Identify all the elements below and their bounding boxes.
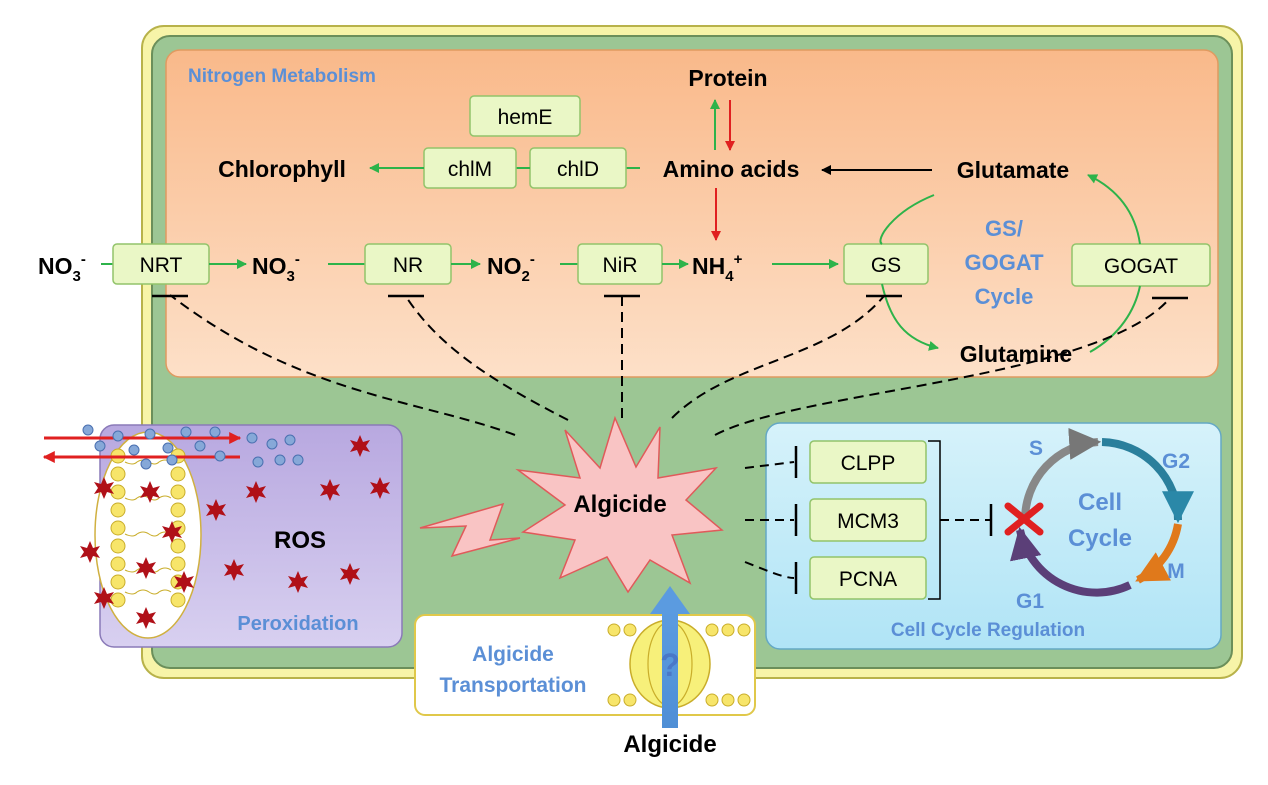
no2-label: NO2- xyxy=(487,251,535,285)
gene-chlD-label: chlD xyxy=(557,158,599,181)
nh4-label: NH4+ xyxy=(692,251,743,285)
gene-NiR-label: NiR xyxy=(603,254,638,277)
cell-cycle-regulation-label: Cell Cycle Regulation xyxy=(891,620,1085,641)
nitrogen-panel-title: Nitrogen Metabolism xyxy=(188,66,376,87)
unknown-transporter-icon: ? xyxy=(660,647,680,683)
cell-cycle-line1: Cell xyxy=(1078,489,1122,516)
transport-label-line1: Algicide xyxy=(472,643,554,666)
amino-acids-label: Amino acids xyxy=(663,156,800,182)
algicide-burst xyxy=(515,415,724,594)
no3-inside-label: NO3- xyxy=(252,251,300,285)
ros-particles xyxy=(80,435,390,629)
transport-membrane xyxy=(607,623,751,707)
ion-dots xyxy=(82,424,304,470)
gogat-to-glutamate-arrow xyxy=(1087,174,1141,245)
phase-g1-arc xyxy=(1010,526,1132,597)
gs-to-glutamine-arrow xyxy=(881,283,939,351)
gene-CLPP xyxy=(809,440,927,484)
algicide-label: Algicide xyxy=(573,491,666,518)
inhibit-gs xyxy=(671,295,885,419)
gene-bracket xyxy=(928,440,941,600)
gene-GS xyxy=(843,243,929,285)
gene-CLPP-label: CLPP xyxy=(841,452,896,475)
gs-gogat-line3: Cycle xyxy=(975,284,1034,309)
inhibit-nr xyxy=(404,294,569,421)
gene-MCM3 xyxy=(809,498,927,542)
uptake-arrow-shaft xyxy=(662,610,678,728)
ros-label: ROS xyxy=(274,527,326,554)
inhibit-pcna xyxy=(744,561,795,579)
gene-PCNA xyxy=(809,556,927,600)
gene-NRT-label: NRT xyxy=(140,254,183,277)
algicide-outside-label: Algicide xyxy=(623,731,716,758)
lightning-icon xyxy=(419,502,521,558)
inhibit-nrt xyxy=(169,294,516,436)
peroxidation-label: Peroxidation xyxy=(237,613,358,635)
gene-hemE xyxy=(469,95,581,137)
phase-m-arc xyxy=(1135,523,1182,584)
gene-GS-label: GS xyxy=(871,254,901,277)
uptake-arrow-head xyxy=(650,586,690,614)
phase-s-label: S xyxy=(1029,437,1043,460)
phase-s-arc xyxy=(1020,427,1102,521)
block-x-icon xyxy=(1004,502,1044,536)
transport-label-line2: Transportation xyxy=(439,674,586,697)
no3-outside-label: NO3- xyxy=(38,251,86,285)
phase-g2-arc xyxy=(1101,438,1194,524)
gene-chlM-label: chlM xyxy=(448,158,492,181)
gene-hemE-label: hemE xyxy=(498,106,553,129)
gene-MCM3-label: MCM3 xyxy=(837,510,899,533)
gene-GOGAT xyxy=(1071,243,1211,287)
inhibit-clpp xyxy=(744,461,795,469)
gene-PCNA-label: PCNA xyxy=(839,568,897,591)
glutamate-label: Glutamate xyxy=(957,157,1069,183)
cell-cycle-line2: Cycle xyxy=(1068,525,1132,552)
phase-g2-label: G2 xyxy=(1162,450,1190,473)
cycle-arc xyxy=(1089,285,1141,353)
protein-label: Protein xyxy=(688,65,767,91)
gene-NR-label: NR xyxy=(393,254,423,277)
gs-gogat-line2: GOGAT xyxy=(964,250,1044,275)
chlorophyll-label: Chlorophyll xyxy=(218,156,346,182)
gene-GOGAT-label: GOGAT xyxy=(1104,255,1178,278)
phase-m-label: M xyxy=(1167,560,1185,583)
nitrogen-panel xyxy=(165,49,1219,378)
glutamine-label: Glutamine xyxy=(960,341,1072,367)
gs-gogat-line1: GS/ xyxy=(985,216,1023,241)
cycle-arc xyxy=(879,194,935,245)
inhibit-gogat xyxy=(714,297,1171,436)
phase-g1-label: G1 xyxy=(1016,590,1044,613)
